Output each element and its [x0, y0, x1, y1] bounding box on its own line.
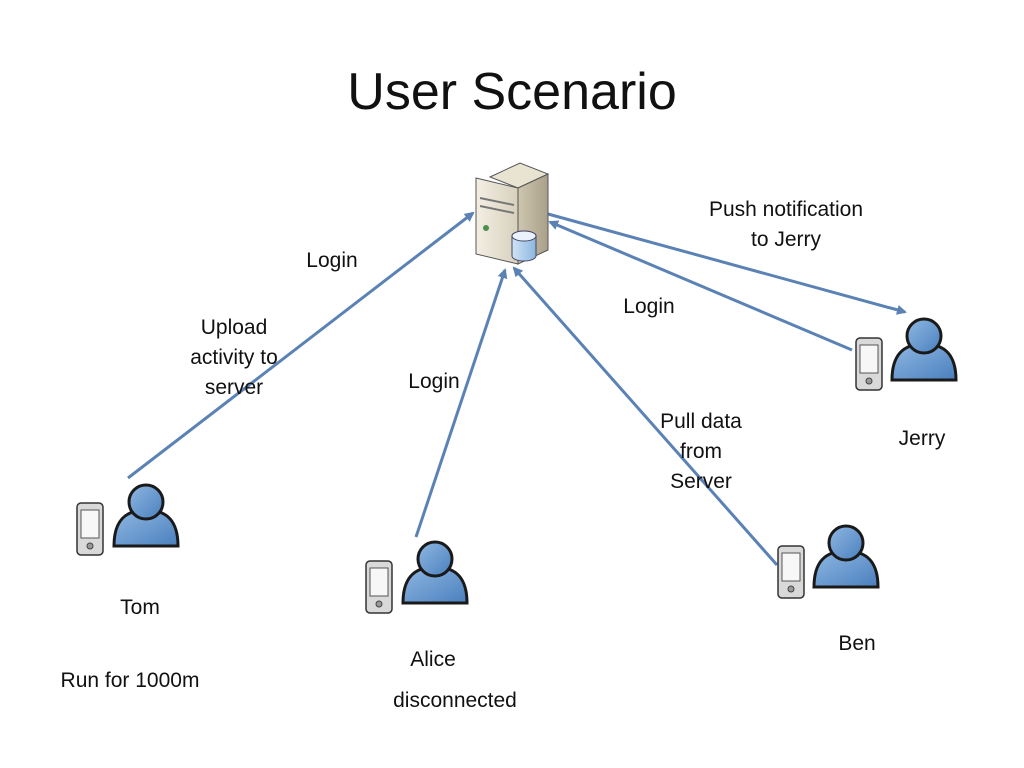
user-name-alice: Alice [410, 648, 456, 671]
user-name-tom: Tom [120, 596, 160, 619]
arrow-server-to-jerry [547, 212, 907, 315]
person-icon [890, 317, 958, 382]
edge-label-ben-pull: Pull data from Server [660, 410, 742, 493]
arrow-ben-to-server [512, 266, 779, 566]
edge-label-tom-upload: Upload activity to server [190, 316, 278, 399]
user-ben-icons [777, 524, 880, 599]
edge-label-alice-login: Login [408, 370, 460, 393]
server-database-icon [475, 162, 550, 265]
page-title: User Scenario [347, 63, 677, 121]
user-tom-icons [76, 483, 180, 556]
user-alice-icons [365, 540, 469, 614]
mobile-phone-icon [76, 502, 104, 556]
person-icon [401, 540, 469, 605]
arrow-tom-to-server [127, 211, 475, 480]
user-jerry-icons [855, 317, 958, 391]
edge-label-jerry-push: Push notification to Jerry [708, 198, 864, 251]
person-icon [112, 483, 180, 548]
mobile-phone-icon [365, 560, 393, 614]
user-name-ben: Ben [838, 632, 876, 655]
arrow-jerry-to-server [548, 220, 853, 352]
mobile-phone-icon [855, 337, 883, 391]
user-status-tom: Run for 1000m [60, 669, 200, 692]
user-status-alice: disconnected [393, 689, 517, 712]
user-name-jerry: Jerry [898, 427, 946, 450]
arrows [127, 211, 907, 566]
person-icon [812, 524, 880, 589]
edge-label-jerry-login: Login [623, 295, 675, 318]
mobile-phone-icon [777, 545, 805, 599]
edge-label-tom-login: Login [306, 249, 358, 272]
arrow-alice-to-server [414, 268, 508, 538]
